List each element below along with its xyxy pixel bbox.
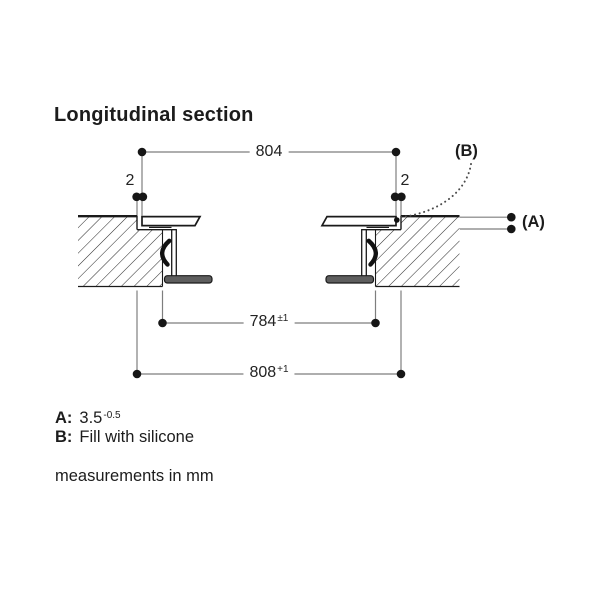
callout-b-leader	[394, 163, 472, 223]
bottom-flange-left	[163, 275, 213, 284]
dimension-dots-bottom	[132, 318, 406, 379]
dimension-top-width-label: 804	[249, 143, 289, 161]
dimension-outer-cutout-label: 808+1	[243, 364, 295, 382]
callout-a-lines	[459, 212, 516, 234]
note-a: A:3.5-0.5	[55, 409, 121, 427]
note-b: B:Fill with silicone	[55, 428, 195, 446]
dimension-gap-right-label: 2	[400, 172, 410, 189]
dimension-lines-bottom	[136, 290, 402, 375]
page-title: Longitudinal section	[54, 104, 254, 126]
cooktop-glass-left	[141, 215, 202, 227]
mounting-clamp-left	[160, 238, 172, 267]
bottom-flange-right	[325, 275, 375, 284]
dimension-inner-cutout-label: 784±1	[243, 313, 295, 331]
frame-profile-left	[149, 226, 213, 284]
dimension-dots-top	[132, 147, 406, 202]
dimension-lines-top	[136, 151, 402, 216]
frame-profile-right	[325, 226, 389, 284]
callout-a-label: (A)	[522, 213, 545, 231]
callout-b-label: (B)	[455, 142, 478, 160]
dimension-gap-left-label: 2	[125, 172, 135, 189]
mounting-clamp-right	[366, 238, 378, 267]
cooktop-glass-right	[320, 215, 397, 227]
units-note: measurements in mm	[55, 467, 214, 485]
